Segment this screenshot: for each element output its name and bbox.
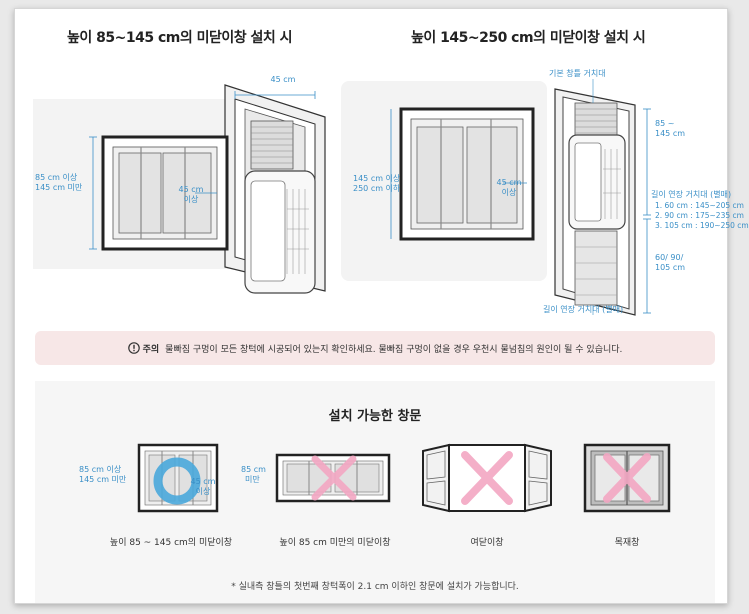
top-left-title: 높이 85~145 cm의 미닫이창 설치 시 <box>67 30 293 46</box>
item2-caption: 높이 85 cm 미만의 미닫이창 <box>279 538 391 548</box>
x-icon <box>311 455 357 501</box>
window-wooden <box>583 443 671 513</box>
item1-caption: 높이 85 ~ 145 cm의 미닫이창 <box>109 538 233 548</box>
right-installation-illustration <box>390 79 651 316</box>
right-gap-label-1: 45 cm <box>496 178 522 187</box>
right-height-label-1: 145 cm 이상 <box>353 174 401 183</box>
left-height-label-2: 145 cm 미만 <box>35 183 83 192</box>
lower-range-label-1: 60/ 90/ <box>655 253 684 262</box>
item2-label-2: 미만 <box>245 475 260 484</box>
caution-label: 주의 <box>142 344 160 355</box>
left-gap-label-1: 45 cm <box>178 185 204 194</box>
circle-icon <box>153 457 201 505</box>
left-height-label-1: 85 cm 이상 <box>35 173 78 182</box>
window-casement <box>422 443 552 513</box>
window-sliding-under-85 <box>275 453 391 503</box>
right-height-label-2: 250 cm 이하 <box>353 184 401 193</box>
window-sliding-85-145 <box>137 443 219 513</box>
installable-windows-section: 설치 가능한 창문 85 cm 이상 145 cm 미만 45 cm 이상 높이… <box>35 381 715 603</box>
item2-label-1: 85 cm <box>241 465 266 474</box>
x-icon <box>603 453 651 503</box>
extension-option-1: 1. 60 cm : 145~205 cm <box>655 201 744 210</box>
left-width-label: 45 cm <box>270 75 296 84</box>
left-gap-label-2: 이상 <box>183 195 199 204</box>
product-manual-page: 높이 85~145 cm의 미닫이창 설치 시 <box>14 8 749 604</box>
extension-title: 길이 연장 거치대 (별매) <box>651 190 732 199</box>
right-gap-label-2: 이상 <box>501 188 517 197</box>
item1-label-3: 45 cm <box>190 477 216 486</box>
base-bracket-label: 기본 창틀 거치대 <box>549 69 606 78</box>
item1-label-4: 이상 <box>195 487 211 496</box>
upper-range-label-2: 145 cm <box>655 129 686 138</box>
item4-caption: 목재창 <box>614 538 640 548</box>
item1-label-1: 85 cm 이상 <box>79 465 122 474</box>
footnote: * 실내측 창틀의 첫번째 창턱폭이 2.1 cm 이하인 창문에 설치가 가능… <box>231 582 519 592</box>
caution-notice: 주의 물빠짐 구멍이 모든 창턱에 시공되어 있는지 확인하세요. 물빠짐 구멍… <box>35 331 715 365</box>
extension-bracket-bottom-label: 길이 연장 거치대 (별매) <box>543 305 624 314</box>
lower-range-label-2: 105 cm <box>655 263 686 272</box>
x-icon <box>461 451 513 505</box>
item3-caption: 여닫이창 <box>470 538 504 548</box>
item1-label-2: 145 cm 미만 <box>79 475 127 484</box>
installable-windows-title: 설치 가능한 창문 <box>328 409 422 424</box>
exclamation-circle-icon <box>127 342 140 354</box>
left-installation-illustration <box>89 84 326 294</box>
upper-range-label-1: 85 ~ <box>655 119 675 128</box>
extension-option-2: 2. 90 cm : 175~235 cm <box>655 211 744 220</box>
extension-option-3: 3. 105 cm : 190~250 cm <box>655 221 749 230</box>
top-right-title: 높이 145~250 cm의 미닫이창 설치 시 <box>411 30 646 46</box>
caution-text: 물빠짐 구멍이 모든 창턱에 시공되어 있는지 확인하세요. 물빠짐 구멍이 없… <box>165 344 623 355</box>
top-bracket <box>250 120 294 170</box>
